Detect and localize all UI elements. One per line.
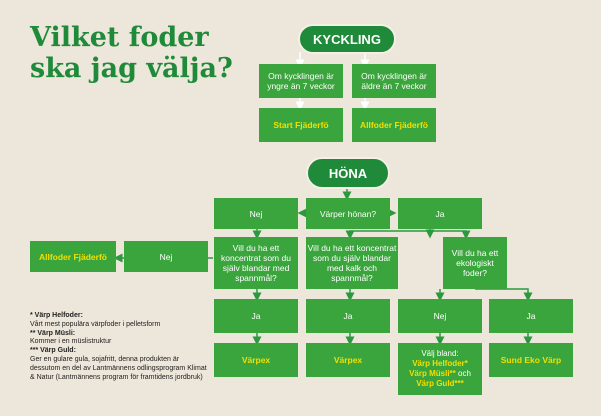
valj-och: och xyxy=(455,369,471,378)
question-varper: Värper hönan? xyxy=(306,198,390,229)
result-varpex-1: Värpex xyxy=(214,343,298,377)
result-start-fjaderfo: Start Fjäderfö xyxy=(259,108,343,142)
answer-nej-kalk: Nej xyxy=(398,299,482,333)
result-allfoder-kyckling: Allfoder Fjäderfö xyxy=(352,108,436,142)
footnote-guld-text: Ger en gulare gula, sojafritt, denna pro… xyxy=(30,355,207,381)
result-varpex-2: Värpex xyxy=(306,343,390,377)
footnotes: * Värp Helfoder: Vårt mest populära värp… xyxy=(30,312,210,382)
question-kalk: Vill du ha ett koncentrat som du själv b… xyxy=(306,237,398,289)
valj-title: Välj bland: xyxy=(421,349,459,358)
hona-header: HÖNA xyxy=(306,157,390,189)
answer-ja-varper: Ja xyxy=(398,198,482,229)
result-sund-eko: Sund Eko Värp xyxy=(489,343,573,377)
footnote-musli-text: Kommer i en müslistruktur xyxy=(30,338,112,346)
title-line-2: ska jag välja? xyxy=(30,53,233,84)
footnote-musli-heading: ** Värp Müsli: xyxy=(30,329,76,337)
footnote-helfoder-heading: * Värp Helfoder: xyxy=(30,312,83,319)
footnote-helfoder-text: Vårt mest populära värpfoder i pelletsfo… xyxy=(30,320,161,328)
page-title: Vilket foder ska jag välja? xyxy=(30,22,233,84)
valj-guld-label: Värp Guld*** xyxy=(416,379,464,388)
kyckling-header: KYCKLING xyxy=(298,24,396,54)
title-line-1: Vilket foder xyxy=(30,22,209,53)
valj-musli-line: Värp Müsli** och xyxy=(409,369,471,379)
result-valj-bland: Välj bland: Värp Helfoder* Värp Müsli** … xyxy=(398,343,482,395)
answer-nej-varper: Nej xyxy=(214,198,298,229)
footnote-guld-heading: *** Värp Guld: xyxy=(30,347,76,355)
result-allfoder-hona: Allfoder Fjäderfö xyxy=(30,241,116,272)
answer-ja-spannmal: Ja xyxy=(214,299,298,333)
kyckling-question-young: Om kycklingen är yngre än 7 veckor xyxy=(259,64,343,98)
valj-helfoder: Värp Helfoder* xyxy=(412,359,468,369)
answer-ja-kalk: Ja xyxy=(306,299,390,333)
answer-nej-spannmal: Nej xyxy=(124,241,208,272)
kyckling-question-old: Om kycklingen är äldre än 7 veckor xyxy=(352,64,436,98)
valj-musli-label: Värp Müsli** xyxy=(409,369,456,378)
question-eko: Vill du ha ett ekologiskt foder? xyxy=(443,237,507,289)
valj-guld: Värp Guld*** xyxy=(416,379,464,389)
answer-ja-eko: Ja xyxy=(489,299,573,333)
valj-helfoder-label: Värp Helfoder* xyxy=(412,359,468,368)
question-spannmal: Vill du ha ett koncentrat som du själv b… xyxy=(214,237,298,289)
